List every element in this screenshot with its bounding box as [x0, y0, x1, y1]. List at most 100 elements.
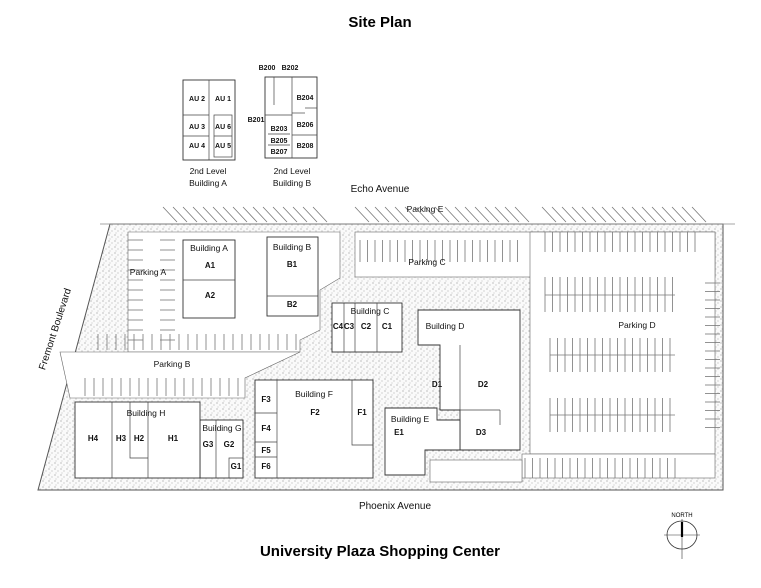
building-e: Building E E1	[384, 407, 461, 476]
svg-text:NORTH: NORTH	[671, 513, 692, 519]
unit-label: F4	[261, 424, 271, 433]
unit-label: H3	[116, 434, 127, 443]
stall-line	[262, 206, 278, 223]
stall-line	[282, 206, 298, 223]
stall-line	[404, 206, 420, 223]
unit-label: B202	[282, 65, 299, 72]
stall-line	[182, 206, 198, 223]
unit-label: D1	[432, 380, 443, 389]
stall-line	[464, 206, 480, 223]
stall-line	[212, 206, 228, 223]
street-phoenix-avenue: Phoenix Avenue	[359, 501, 432, 512]
unit-label: F1	[357, 408, 367, 417]
stall-line	[242, 206, 258, 223]
stall-line	[162, 206, 178, 223]
stall-line	[434, 206, 450, 223]
building-a: Building A A1 A2	[182, 239, 236, 319]
stall-line	[581, 206, 597, 223]
building-name: Building F	[295, 389, 333, 399]
stall-line	[571, 206, 587, 223]
stall-line	[691, 206, 707, 223]
unit-label: AU 2	[189, 96, 205, 103]
unit-label: D2	[478, 380, 489, 389]
stall-line	[384, 206, 400, 223]
building-d: Building D D1 D2 D3	[417, 309, 521, 451]
unit-label: B200	[259, 65, 276, 72]
stall-line	[354, 206, 370, 223]
unit-label: H4	[88, 434, 99, 443]
caption: Building A	[189, 178, 227, 188]
unit-label: H2	[134, 434, 145, 443]
stall-line	[611, 206, 627, 223]
stall-line	[192, 206, 208, 223]
stall-line	[561, 206, 577, 223]
page-title: Site Plan	[348, 14, 411, 31]
parking-c-label: Parking C	[408, 257, 445, 267]
stall-line	[641, 206, 657, 223]
building-name: Building H	[127, 408, 166, 418]
unit-label: AU 5	[215, 143, 231, 150]
unit-label: F6	[261, 462, 271, 471]
parking-b-label: Parking B	[154, 359, 191, 369]
street-echo-avenue: Echo Avenue	[351, 184, 410, 195]
unit-label: AU 1	[215, 96, 231, 103]
unit-label: B208	[297, 143, 314, 150]
stall-line	[312, 206, 328, 223]
stall-line	[494, 206, 510, 223]
building-name: Building C	[351, 306, 390, 316]
stall-line	[504, 206, 520, 223]
unit-label: C2	[361, 322, 372, 331]
second-level-building-a: AU 2 AU 1 AU 3 AU 6 AU 4 AU 5 2nd Level …	[182, 79, 236, 188]
stall-line	[474, 206, 490, 223]
unit-label: G3	[203, 440, 214, 449]
building-name: Building E	[391, 414, 430, 424]
parking-stalls	[84, 206, 720, 478]
stall-line	[681, 206, 697, 223]
stall-line	[252, 206, 268, 223]
unit-label: H1	[168, 434, 179, 443]
building-name: Building A	[190, 243, 228, 253]
stall-line	[631, 206, 647, 223]
unit-label: F5	[261, 446, 271, 455]
unit-label: B205	[271, 138, 288, 145]
caption: Building B	[273, 178, 312, 188]
unit-label: B207	[271, 149, 288, 156]
stall-line	[514, 206, 530, 223]
stall-line	[661, 206, 677, 223]
stall-line	[484, 206, 500, 223]
stall-line	[272, 206, 288, 223]
building-name: Building B	[273, 242, 312, 252]
building-c: Building C C4 C3 C2 C1	[331, 302, 403, 353]
unit-label: B201	[248, 117, 265, 124]
unit-label: A2	[205, 291, 216, 300]
stall-line	[424, 206, 440, 223]
stall-line	[621, 206, 637, 223]
stall-line	[302, 206, 318, 223]
building-g: Building G G3 G2 G1	[199, 419, 244, 479]
unit-label: F2	[310, 408, 320, 417]
second-level-building-b: B200 B202 B204 B201 B203 B206 B205 B208 …	[248, 65, 318, 188]
stall-line	[551, 206, 567, 223]
unit-label: G2	[224, 440, 235, 449]
stall-line	[172, 206, 188, 223]
unit-label: C1	[382, 322, 393, 331]
stall-line	[292, 206, 308, 223]
unit-label: AU 3	[189, 124, 205, 131]
unit-label: E1	[394, 428, 404, 437]
building-b: Building B B1 B2	[266, 236, 319, 317]
stall-line	[394, 206, 410, 223]
center-name: University Plaza Shopping Center	[260, 543, 500, 560]
unit-label: G1	[231, 462, 242, 471]
stall-line	[601, 206, 617, 223]
north-arrow-icon: NORTH	[664, 513, 700, 559]
parking-e-label: Parking E	[407, 204, 444, 214]
parking-a-label: Parking A	[130, 267, 167, 277]
building-h: Building H H4 H3 H2 H1	[74, 401, 201, 479]
stall-line	[541, 206, 557, 223]
caption: 2nd Level	[274, 166, 311, 176]
building-f: Building F F3 F2 F1 F4 F5 F6	[254, 379, 374, 479]
stall-line	[364, 206, 380, 223]
unit-label: B204	[297, 95, 314, 102]
stall-line	[651, 206, 667, 223]
